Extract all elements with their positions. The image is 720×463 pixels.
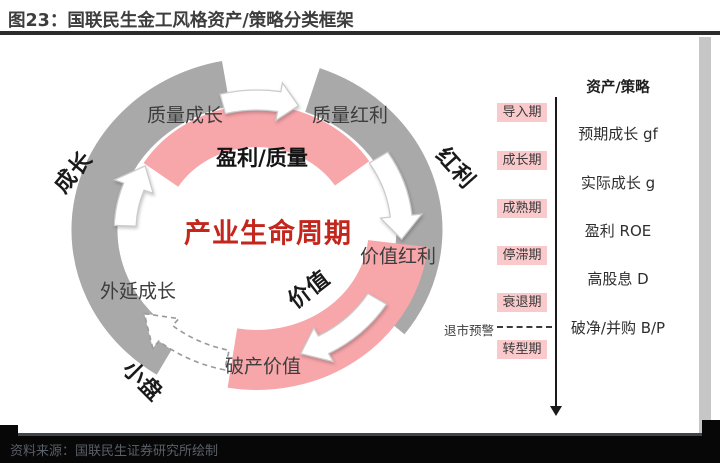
cycle-arrow-left <box>112 164 155 227</box>
lifecycle-axis-line <box>555 97 557 407</box>
delisting-warning-dashed-line <box>497 326 552 328</box>
center-label-industry-lifecycle: 产业生命周期 <box>184 218 352 250</box>
cycle-arrow-transform <box>143 312 231 371</box>
source-note: 资料来源：国联民生证券研究所绘制 <box>10 444 219 459</box>
band-label-profit-quality: 盈利/质量 <box>216 146 308 170</box>
axis-arrow-down-icon <box>550 406 562 416</box>
panel-header-asset-strategy: 资产/策略 <box>586 80 650 96</box>
footer-left-notch <box>0 425 18 437</box>
ring-gray-left <box>71 61 231 375</box>
cycle-arrow-bottom-right <box>299 292 388 363</box>
stage-badge-introduction: 导入期 <box>497 103 547 122</box>
stage-badge-growth: 成长期 <box>497 151 547 170</box>
ring-label-quality-dividend: 质量红利 <box>311 104 389 127</box>
band-pink-top <box>143 105 370 188</box>
strategy-broken-net-ma: 破净/并购 B/P <box>570 319 666 337</box>
stage-badge-maturity: 成熟期 <box>497 199 547 218</box>
footer-right-notch <box>702 420 720 437</box>
delisting-warning-label: 退市预警 <box>443 323 494 338</box>
footer-rule <box>0 433 720 436</box>
ring-label-value-dividend: 价值红利 <box>359 245 437 268</box>
ring-label-quality-growth: 质量成长 <box>146 104 224 127</box>
cycle-arrow-top <box>219 81 300 122</box>
title-rule <box>0 31 720 35</box>
stage-badge-stagnation: 停滞期 <box>497 246 547 265</box>
ring-label-external-growth: 外延成长 <box>99 280 177 303</box>
footer-bar <box>0 436 720 463</box>
vertical-scrollbar[interactable] <box>699 37 711 435</box>
ring-label-bankruptcy-value: 破产价值 <box>224 355 302 378</box>
strategy-actual-growth: 实际成长 g <box>580 174 656 192</box>
strategy-expected-growth: 预期成长 gf <box>578 125 658 143</box>
strategy-high-dividend: 高股息 D <box>587 270 649 288</box>
figure-title: 图23：国联民生金工风格资产/策略分类框架 <box>8 11 354 31</box>
cycle-arrow-right <box>368 151 424 241</box>
stage-badge-decline: 衰退期 <box>497 293 547 312</box>
stage-badge-transformation: 转型期 <box>497 340 547 359</box>
strategy-profit-roe: 盈利 ROE <box>584 222 652 240</box>
